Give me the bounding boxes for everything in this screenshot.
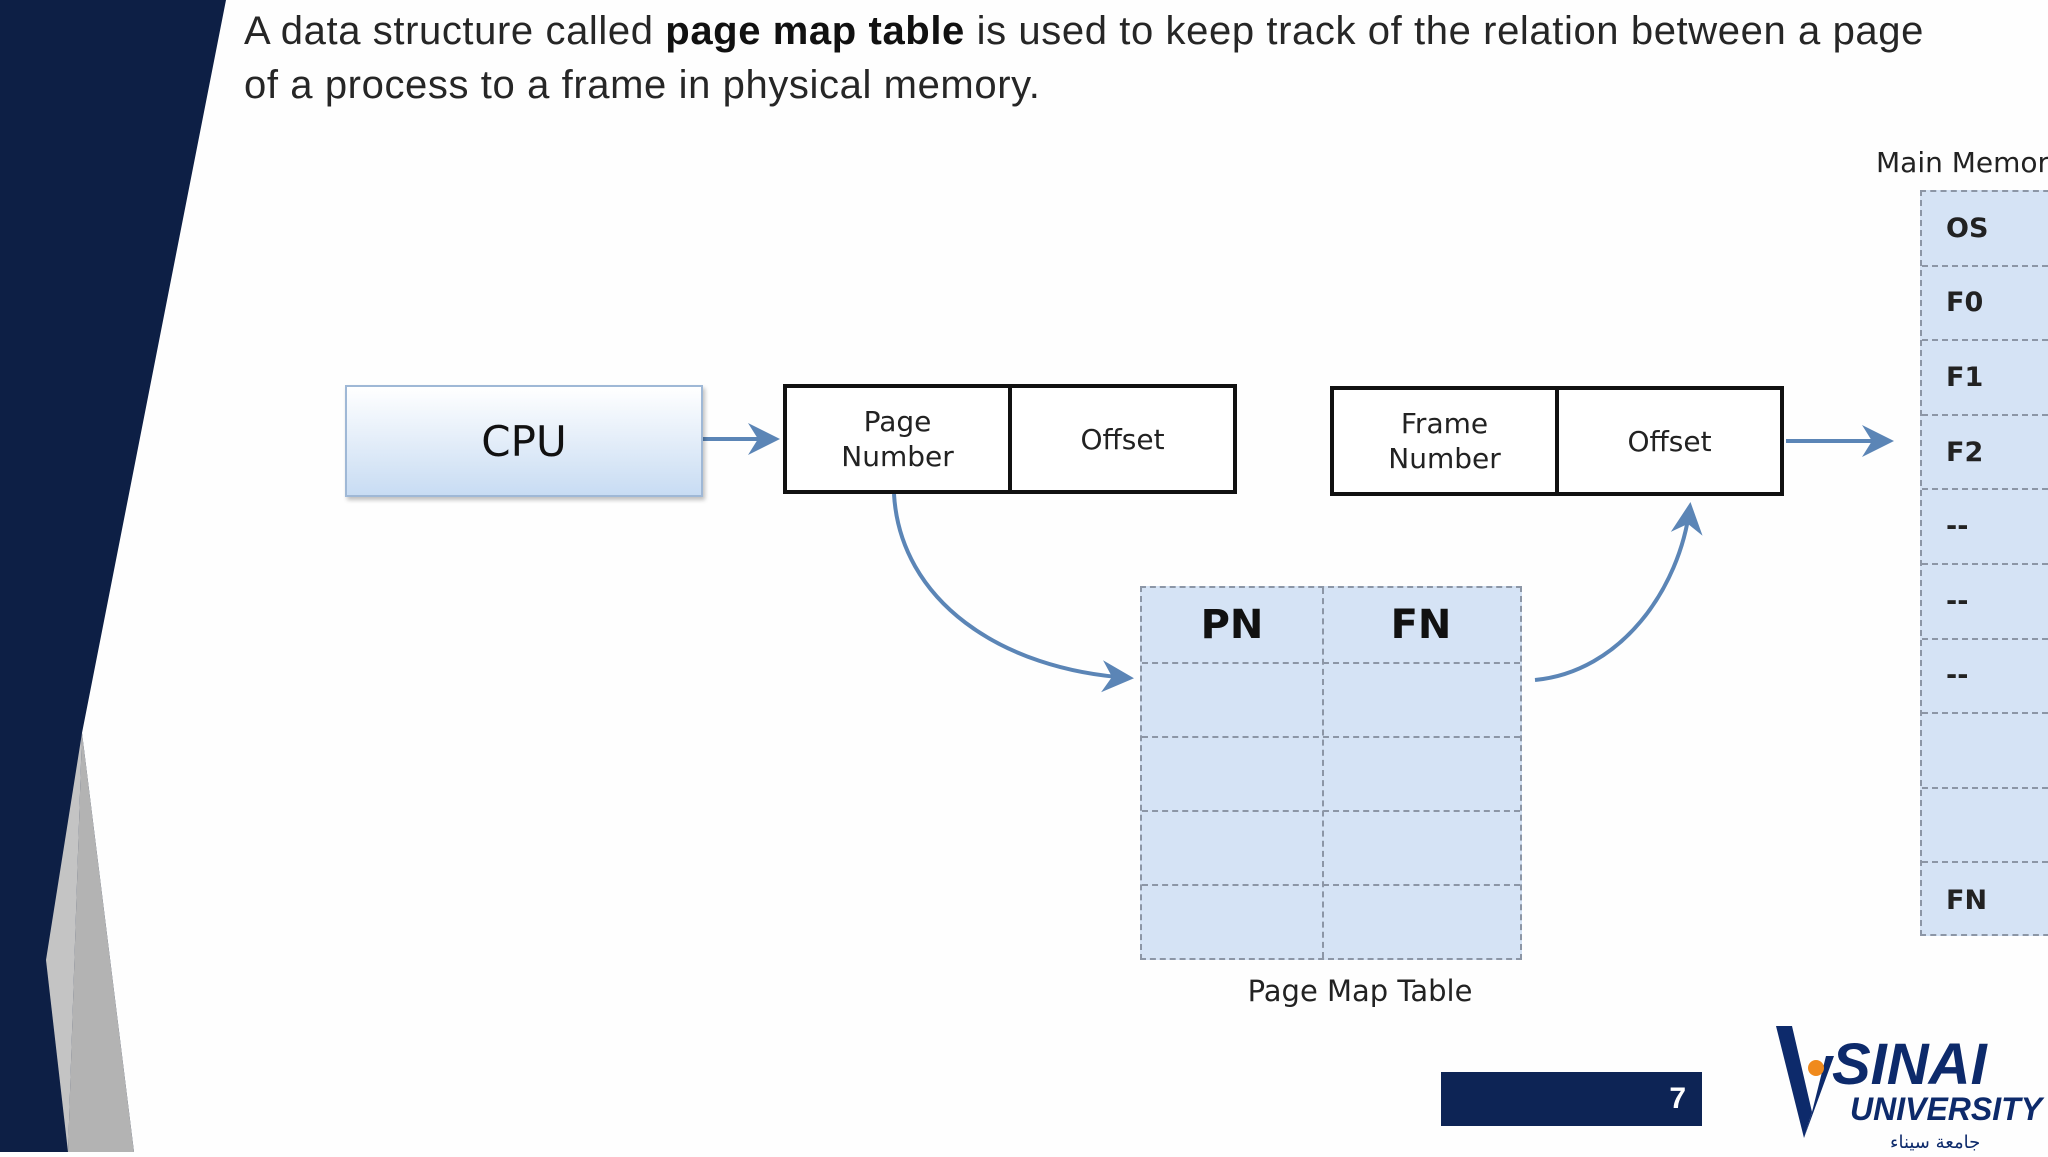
memory-slot xyxy=(1922,789,2048,864)
logo-arabic: جامعة سيناء xyxy=(1890,1132,1980,1152)
main-memory: OS F0 F1 F2 -- -- -- FN xyxy=(1920,190,2048,936)
slide-number: 7 xyxy=(1669,1082,1686,1115)
table-col-divider xyxy=(1322,588,1324,958)
page-number-cell: Page Number xyxy=(783,384,1012,494)
intro-line-1: A data structure called page map table i… xyxy=(244,4,2048,58)
table-header-fn: FN xyxy=(1390,602,1452,648)
cpu-label: CPU xyxy=(481,416,567,466)
page-map-table-caption: Page Map Table xyxy=(1247,974,1473,1008)
side-decoration xyxy=(0,0,226,1152)
memory-slot: F0 xyxy=(1922,267,2048,342)
memory-slot: -- xyxy=(1922,565,2048,640)
intro-line-2: of a process to a frame in physical memo… xyxy=(244,63,1041,107)
frame-number-label: Frame Number xyxy=(1388,407,1501,475)
logical-offset-cell: Offset xyxy=(1008,384,1237,494)
slide-number-bar: 7 xyxy=(1441,1072,1702,1126)
table-row-divider xyxy=(1142,810,1520,812)
table-row-divider xyxy=(1142,662,1520,664)
table-row-divider xyxy=(1142,736,1520,738)
page-map-table: PN FN xyxy=(1140,586,1522,960)
sinai-university-logo: SINAI UNIVERSITY جامعة سيناء xyxy=(1770,1020,2048,1153)
intro-post: is used to keep track of the relation be… xyxy=(964,9,1924,53)
logo-wordmark: SINAI xyxy=(1832,1032,1989,1097)
intro-text: A data structure called page map table i… xyxy=(244,4,2048,112)
memory-slot xyxy=(1922,714,2048,789)
memory-slot: F2 xyxy=(1922,416,2048,491)
memory-slot: -- xyxy=(1922,490,2048,565)
cpu-box: CPU xyxy=(345,385,703,497)
memory-slot: OS xyxy=(1922,192,2048,267)
main-memory-title: Main Memory xyxy=(1876,146,2048,179)
physical-offset-label: Offset xyxy=(1627,424,1712,458)
logical-offset-label: Offset xyxy=(1080,422,1165,456)
arrow-page-to-table xyxy=(892,493,1134,693)
table-row-divider xyxy=(1142,884,1520,886)
logo-sub: UNIVERSITY xyxy=(1850,1091,2045,1127)
page-number-label: Page Number xyxy=(841,405,954,473)
intro-pre: A data structure called xyxy=(244,9,666,53)
frame-number-cell: Frame Number xyxy=(1330,386,1559,496)
table-header-pn: PN xyxy=(1200,602,1264,648)
memory-slot: FN xyxy=(1946,885,1988,917)
memory-slot: -- xyxy=(1922,640,2048,715)
arrow-table-to-frame xyxy=(1534,502,1703,682)
intro-bold-term: page map table xyxy=(665,9,965,53)
memory-slot: F1 xyxy=(1922,341,2048,416)
physical-offset-cell: Offset xyxy=(1555,386,1784,496)
